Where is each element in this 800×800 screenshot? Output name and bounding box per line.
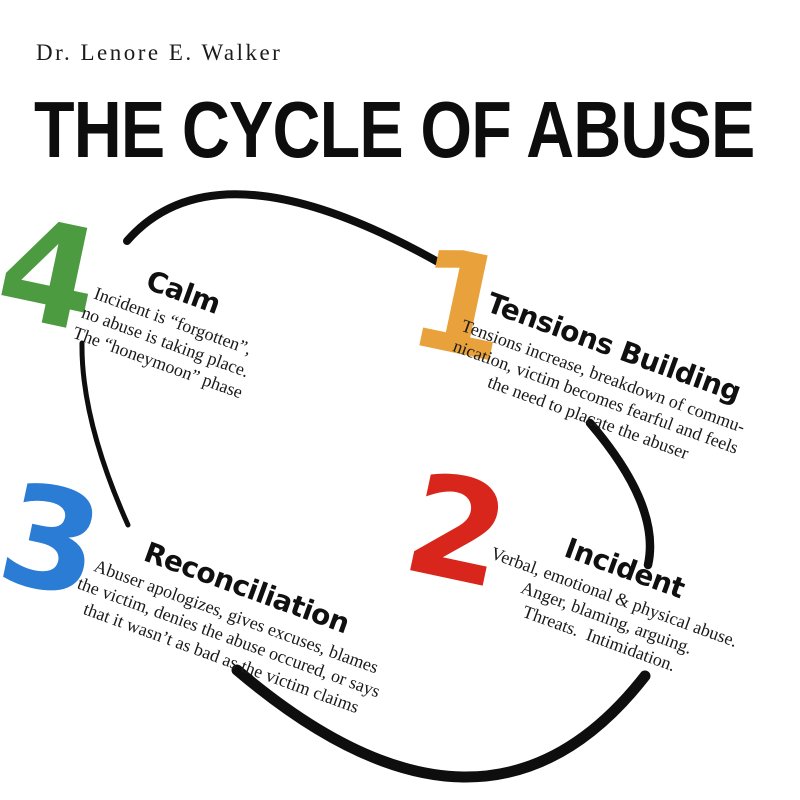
arc-right [585,418,655,570]
arc-bottom [231,664,651,783]
author-credit: Dr. Lenore E. Walker [36,40,283,65]
arc-top [123,190,442,266]
arc-left [79,340,131,528]
page-title: THE CYCLE OF ABUSE [34,85,755,174]
